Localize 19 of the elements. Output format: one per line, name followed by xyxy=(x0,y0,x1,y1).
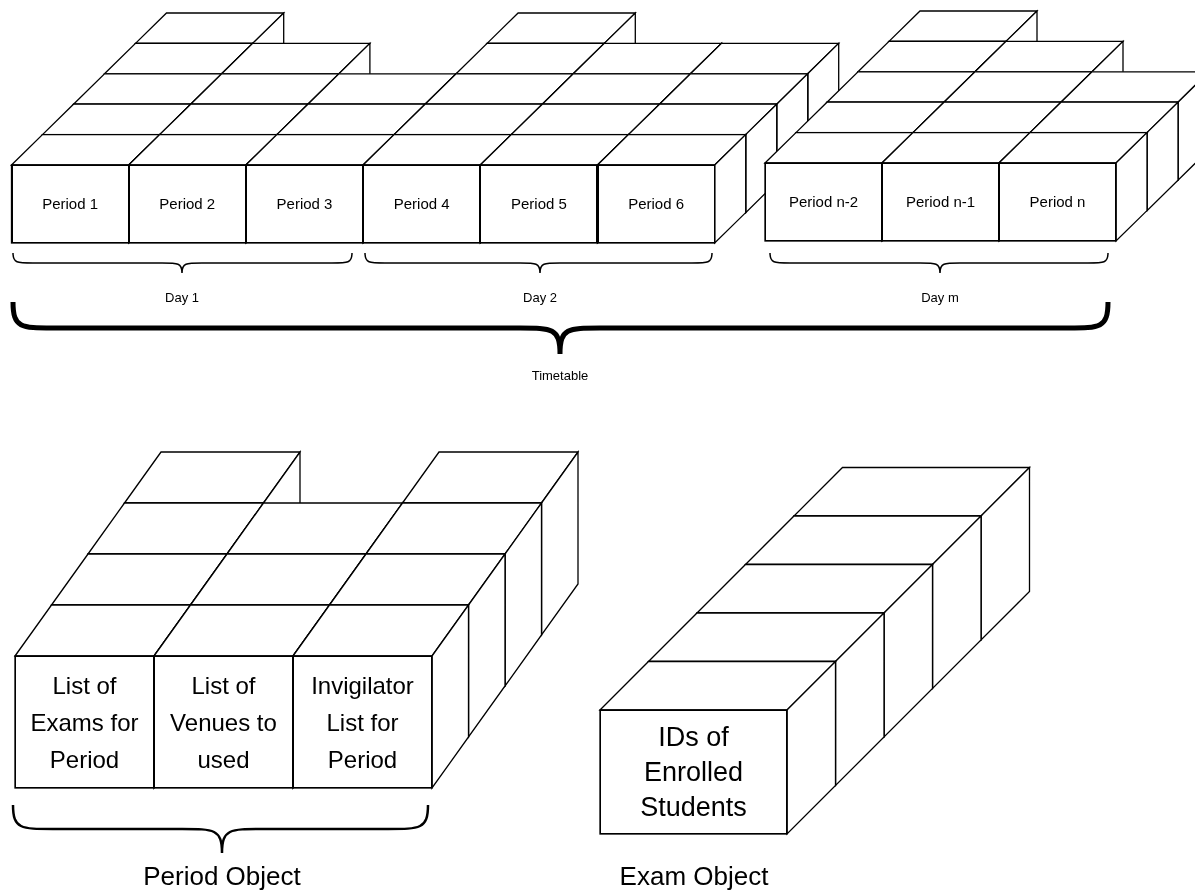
caption-text: Exam Object xyxy=(619,861,769,892)
cell-text: Period 1 xyxy=(41,195,100,213)
caption-text: Day 2 xyxy=(523,290,557,305)
cell-text: Period 2 xyxy=(158,195,217,213)
caption-text: Period Object xyxy=(143,861,301,892)
cell-text: Period 4 xyxy=(392,195,451,213)
cell-text: Period 3 xyxy=(275,195,334,213)
cell-text: Period n-2 xyxy=(787,193,860,211)
cell-text: IDs of Enrolled Students xyxy=(639,720,748,824)
cell-text: Period 6 xyxy=(627,195,686,213)
caption-text: Timetable xyxy=(531,368,589,383)
caption-text: Day 1 xyxy=(165,290,199,305)
cell-text: Period 5 xyxy=(509,195,568,213)
cell-text: Invigilator List for Period xyxy=(310,670,415,775)
cell-text: List of Venues to used xyxy=(169,670,278,775)
cell-text: List of Exams for Period xyxy=(29,670,140,775)
cell-text: Period n-1 xyxy=(904,193,977,211)
caption-text: Day m xyxy=(921,290,959,305)
cell-text: Period n xyxy=(1028,193,1087,211)
